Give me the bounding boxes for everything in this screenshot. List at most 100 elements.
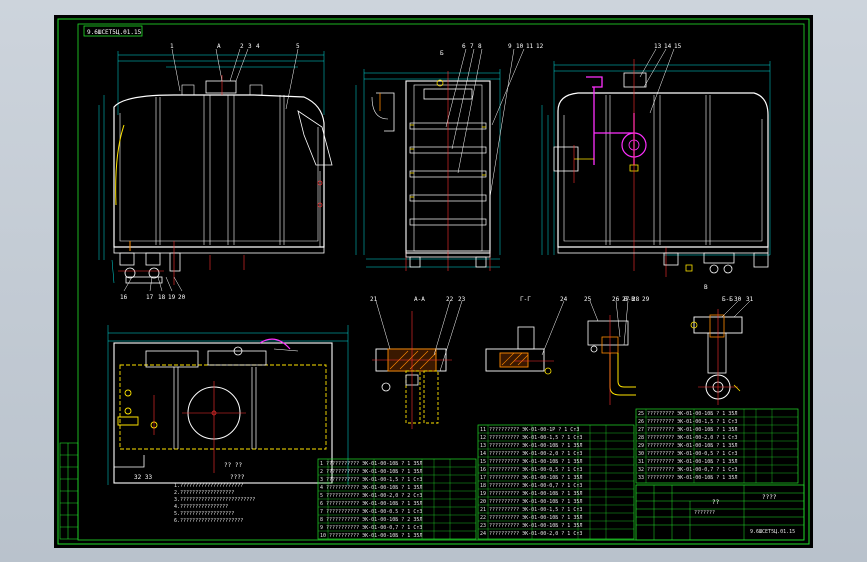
bom-left-table: 1 ??????????? ЭК-01-00-10Б ? 1 35Л 2 ???… [317,458,477,540]
bom-left-row: 4 ??????????? ЭК-01-00-10Б ? 1 35Л [320,485,422,491]
bom-right-row: 25 ????????? ЭК-01-00-10Б ? 1 35Л [638,411,737,417]
section-mark-dd: В-В [624,296,635,303]
callout-31: 31 [746,296,754,303]
section-bb: Б-Б 30 31 [690,296,754,405]
bom-right-table: 25 ????????? ЭК-01-00-10Б ? 1 35Л 26 ???… [635,408,799,484]
callout-16: 16 [120,294,128,301]
callout-30: 30 [734,296,742,303]
section-mark-bb: Б-Б [722,296,733,303]
callout-a: A [217,43,221,50]
title-tag: 9.6ШСЕТ5Ц.01.15 [87,29,142,36]
bom-right-row: 26 ????????? ЭК-01-00-1,5 ? 1 Ст3 [638,419,737,425]
note-2: 2.?????????????????? [174,490,234,496]
note-5: 5.?????????????????? [174,511,234,517]
bom-right-row: 30 ????????? ЭК-01-00-0,5 ? 1 Ст3 [638,451,737,457]
bom-left-row: 1 ??????????? ЭК-01-00-10Б ? 1 35Л [320,461,422,467]
bom-middle-row: 21 ?????????? ЭК-01-00-1,5 ? 1 Ст3 [480,507,582,513]
section-mark-gg: Г-Г [520,296,531,303]
front-view: 1 A 2 3 4 5 16 17 18 19 20 [98,43,333,301]
callout-10: 10 [516,43,524,50]
bom-right-row: 33 ????????? ЭК-01-00-10Б ? 1 35Л [638,475,737,481]
callout-5: 5 [296,43,300,50]
callout-17: 17 [146,294,154,301]
title-block-drawing-number: 9.6ШСЕТ5Ц.01.15 [750,529,795,535]
bom-middle-row: 16 ?????????? ЭК-01-00-0,5 ? 1 Ст3 [480,467,582,473]
callout-4: 4 [256,43,260,50]
plan-note-32-33: 32 33 [134,474,152,481]
callout-29: 29 [642,296,650,303]
bom-middle-row: 20 ?????????? ЭК-01-00-10Б ? 1 35Л [480,499,582,505]
section-mark-v: В [704,284,708,291]
plan-note-1: ???? [230,474,245,481]
technical-notes: 1.????????????????????? 2.??????????????… [174,483,255,524]
callout-15: 15 [674,43,682,50]
callout-28: 28 [632,296,640,303]
callout-3: 3 [248,43,252,50]
callout-22: 22 [446,296,454,303]
bom-left-row: 8 ??????????? ЭК-01-00-10Б ? 2 35Л [320,517,422,523]
callout-23: 23 [458,296,466,303]
drawing-canvas: 9.6ШСЕТ5Ц.01.15 [57,18,810,545]
bom-right-row: 28 ????????? ЭК-01-00-2,0 ? 1 Ст3 [638,435,737,441]
bom-right-row: 31 ????????? ЭК-01-00-10Б ? 1 35Л [638,459,737,465]
note-6: 6.????????????????????? [174,518,243,524]
drawing-sheet: 9.6ШСЕТ5Ц.01.15 [54,15,813,548]
title-block-code: ?? [712,499,720,506]
rear-view: 13 14 15 В [541,43,771,291]
callout-6: 6 [462,43,466,50]
callout-8: 8 [478,43,482,50]
callout-14: 14 [664,43,672,50]
note-3: 3.????????????????????????? [174,497,255,503]
section-aa: А-А 21 22 23 [370,296,466,429]
bom-middle-row: 23 ?????????? ЭК-01-00-10Б ? 1 35Л [480,523,582,529]
bom-middle-row: 19 ?????????? ЭК-01-00-10Б ? 1 35Л [480,491,582,497]
title-block-doc-number: ???? [762,494,777,501]
bom-middle-row: 13 ?????????? ЭК-01-00-10Б ? 1 35Л [480,443,582,449]
plan-note-2: ?? ?? [224,462,242,469]
title-block-name: ??????? [694,510,715,516]
bom-left-row: 3 ??????????? ЭК-01-00-1,5 ? 1 Ст3 [320,477,422,483]
section-dd: В-В 25 26 27 28 29 [584,296,650,405]
callout-9: 9 [508,43,512,50]
bom-left-row: 9 ??????????? ЭК-01-00-0,7 ? 1 Ст3 [320,525,422,531]
note-4: 4.???????????????? [174,504,228,510]
section-gg: Г-Г 24 [485,296,568,375]
bom-middle-row: 17 ?????????? ЭК-01-00-10Б ? 1 35Л [480,475,582,481]
plan-view: 32 33 ?? ?? ???? [107,325,349,485]
callout-2: 2 [240,43,244,50]
callout-26: 26 [612,296,620,303]
title-tag-box [83,25,143,37]
callout-27: 27 [622,296,630,303]
bom-left-row: 10 ?????????? ЭК-01-00-10Б ? 1 35Л [320,533,422,539]
bom-left-row: 6 ??????????? ЭК-01-00-10Б ? 1 35Л [320,501,422,507]
callout-7: 7 [470,43,474,50]
bom-right-row: 27 ????????? ЭК-01-00-10Б ? 1 35Л [638,427,737,433]
note-1: 1.????????????????????? [174,483,243,489]
callout-19: 19 [168,294,176,301]
callout-24: 24 [560,296,568,303]
callout-20: 20 [178,294,186,301]
bom-middle-row: 22 ?????????? ЭК-01-00-10Б ? 1 35Л [480,515,582,521]
inner-frame [77,23,805,541]
callout-11: 11 [526,43,534,50]
section-mark-b: Б [440,50,444,57]
title-block: ?? ??????? ???? 9.6ШСЕТ5Ц.01.15 [635,484,805,541]
outer-frame [57,18,810,545]
callout-21: 21 [370,296,378,303]
bom-middle-row: 14 ?????????? ЭК-01-00-2,0 ? 1 Ст3 [480,451,582,457]
side-view: 6 7 8 9 10 11 12 Б [355,43,544,271]
bom-middle-row: 24 ?????????? ЭК-01-00-2,0 ? 1 Ст3 [480,531,582,537]
bom-left-row: 5 ??????????? ЭК-01-00-2,0 ? 2 Ст3 [320,493,422,499]
bom-middle-row: 11 ?????????? ЭК-01-00-1Р ? 1 Ст3 [480,427,579,433]
bom-left-row: 7 ??????????? ЭК-01-00-0.5 ? 1 Ст3 [320,509,422,515]
bom-middle-row: 12 ?????????? ЭК-01-00-1,5 ? 1 Ст3 [480,435,582,441]
bom-middle-row: 18 ?????????? ЭК-01-00-0,7 ? 1 Ст3 [480,483,582,489]
bom-middle-table: 11 ?????????? ЭК-01-00-1Р ? 1 Ст3 12 ???… [477,424,635,540]
bom-right-row: 32 ????????? ЭК-01-00-0,7 ? 1 Ст3 [638,467,737,473]
callout-12: 12 [536,43,544,50]
callout-13: 13 [654,43,662,50]
left-margin-table [59,442,79,540]
bom-middle-row: 15 ?????????? ЭК-01-00-10Б ? 1 35Л [480,459,582,465]
bom-right-row: 29 ????????? ЭК-01-00-10Б ? 1 35Л [638,443,737,449]
